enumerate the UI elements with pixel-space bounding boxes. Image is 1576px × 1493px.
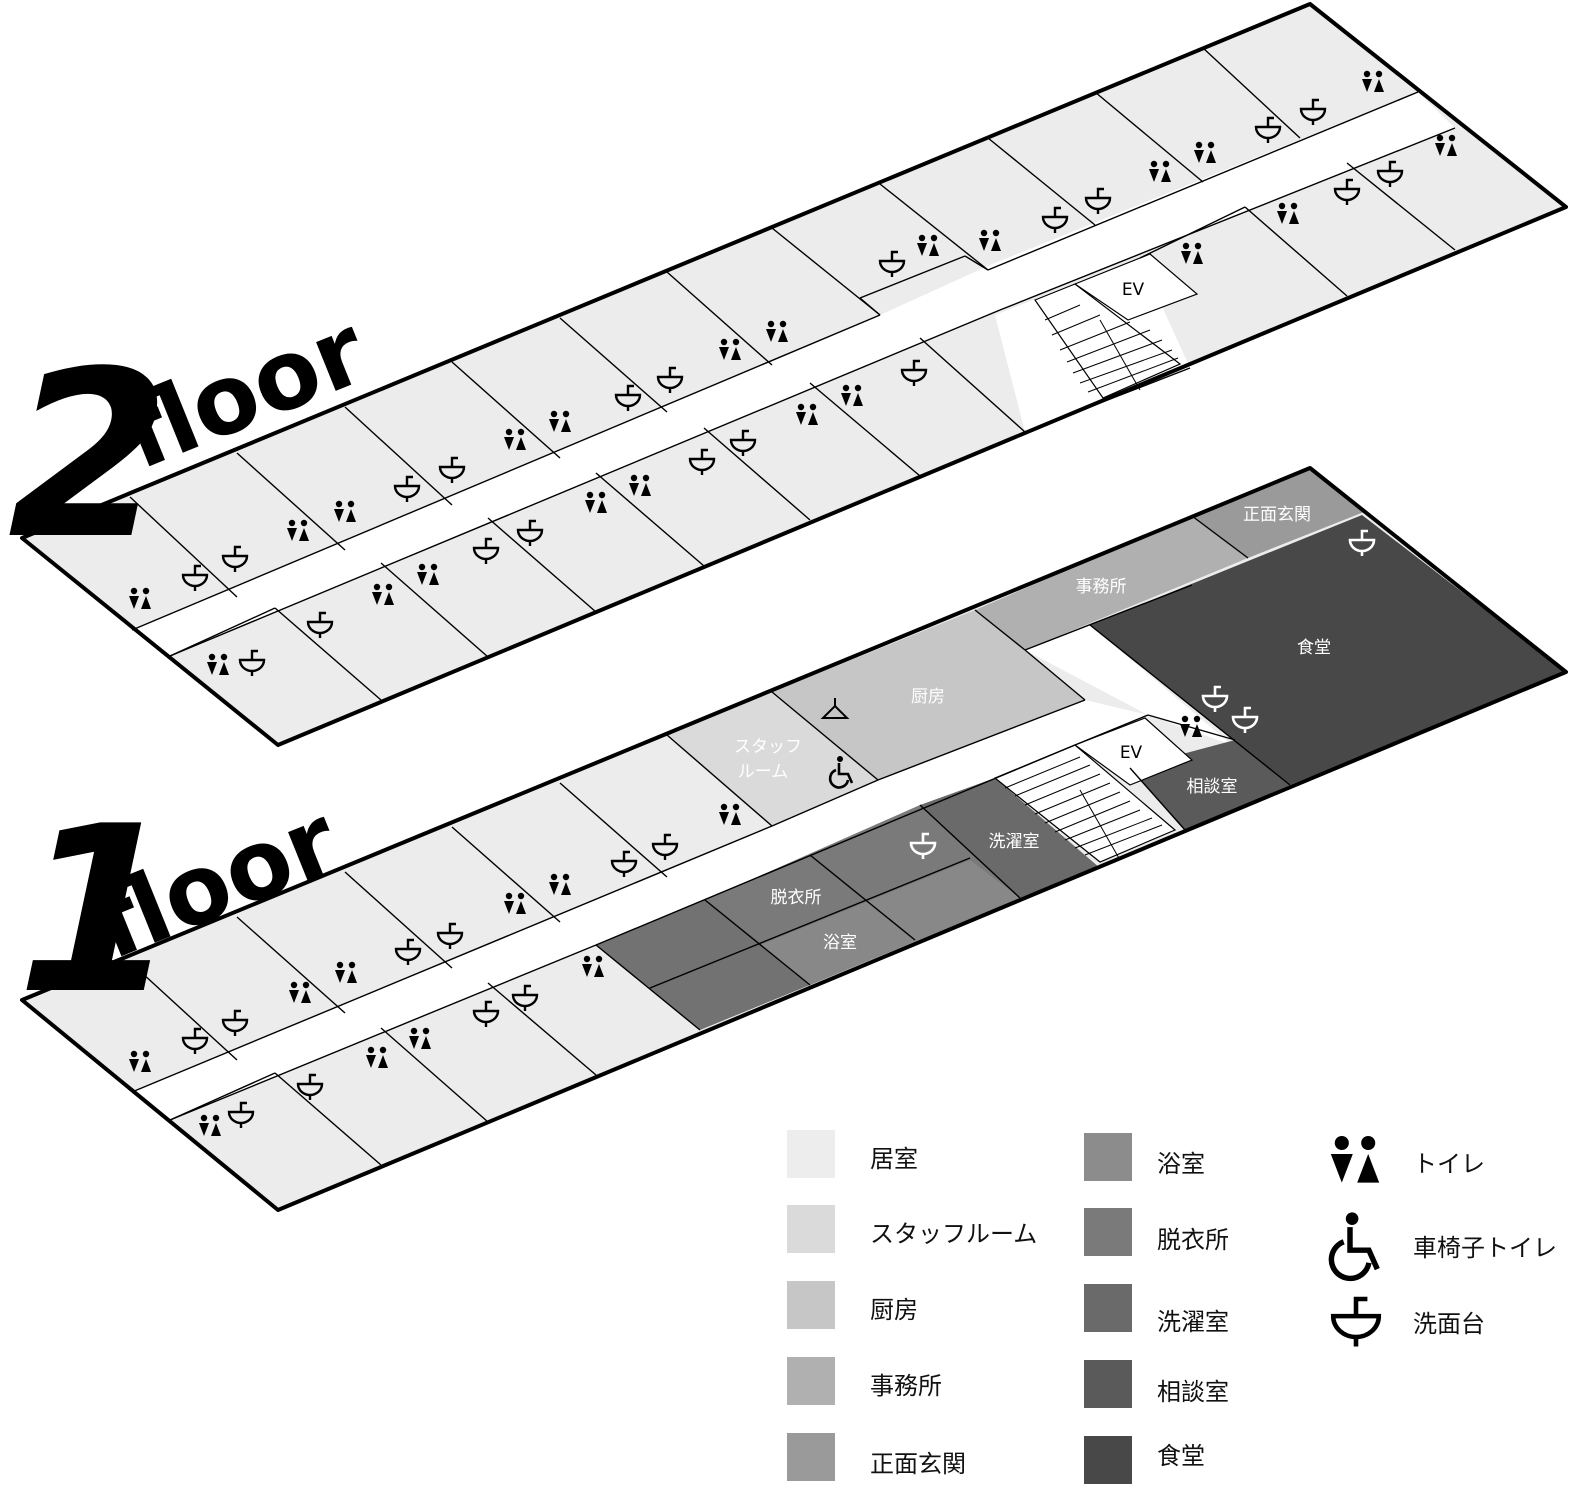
legend-label-living-room: 居室 (870, 1145, 918, 1173)
washbasin-icon (1333, 1299, 1379, 1347)
legend-swatch-living-room (787, 1130, 835, 1178)
floor-2-outline (20, 2, 1568, 747)
laundry-room (920, 778, 1100, 898)
toilet-icon (1330, 1135, 1380, 1183)
office (975, 516, 1248, 650)
legend-swatch-kitchen (787, 1281, 835, 1329)
floor-2-corridor (132, 92, 1455, 656)
office-label: 事務所 (1076, 577, 1127, 597)
dressing-label: 脱衣所 (771, 888, 822, 908)
floor-2-elevator (1073, 253, 1199, 321)
entrance-label: 正面玄関 (1243, 505, 1311, 525)
legend-swatch-dressing (1084, 1208, 1132, 1256)
staff-room (667, 692, 878, 826)
legend-label-toilet: トイレ (1413, 1150, 1485, 1178)
kitchen (772, 610, 1085, 780)
legend-swatch-entrance (787, 1433, 835, 1481)
legend-label-wheelchair-toilet: 車椅子トイレ (1413, 1234, 1557, 1262)
dining-room (1090, 515, 1566, 785)
consultation-label: 相談室 (1187, 777, 1238, 797)
staff-room-label-2: ルーム (738, 762, 789, 782)
floor-2-ev-label: EV (1122, 280, 1145, 300)
entrance (1192, 468, 1364, 558)
bath-label: 浴室 (823, 933, 857, 953)
legend-label-dressing: 脱衣所 (1157, 1226, 1229, 1254)
floor-1-corridor (132, 700, 1148, 1120)
legend-swatch-office (787, 1357, 835, 1405)
laundry-label: 洗濯室 (989, 832, 1040, 852)
wheelchair-toilet-icon (1331, 1212, 1377, 1278)
bath-room (596, 900, 810, 1030)
floor-2-plan: EV (0, 2, 1568, 747)
floor-1-stairs (993, 744, 1177, 863)
legend-swatch-dining (1084, 1436, 1132, 1484)
floor-1-plan: EV (0, 466, 1568, 1212)
floor-2-stairs (1034, 283, 1182, 399)
legend-swatch-bath (1084, 1133, 1132, 1181)
legend-label-office: 事務所 (870, 1372, 942, 1400)
legend-label-dining: 食堂 (1157, 1442, 1205, 1470)
floor-1-elevator (1073, 717, 1194, 786)
legend-label-washbasin: 洗面台 (1413, 1310, 1485, 1338)
floor-1-ev-label: EV (1120, 743, 1143, 763)
floor-1-hall (1025, 625, 1232, 745)
dining-label: 食堂 (1297, 638, 1331, 658)
legend: 居室 スタッフルーム 厨房 事務所 正面玄関 浴室 脱衣所 洗濯室 相談室 食堂… (787, 1130, 1557, 1484)
bath-room-b (760, 860, 1020, 985)
legend-label-kitchen: 厨房 (870, 1296, 918, 1324)
legend-label-entrance: 正面玄関 (870, 1450, 966, 1478)
kitchen-label: 厨房 (911, 687, 945, 707)
legend-swatch-consultation (1084, 1360, 1132, 1408)
staff-room-label-1: スタッフ (734, 737, 802, 757)
floor-1-outline (20, 466, 1568, 1212)
legend-swatch-laundry (1084, 1284, 1132, 1332)
legend-swatch-staff-room (787, 1205, 835, 1253)
legend-label-staff-room: スタッフルーム (870, 1220, 1037, 1248)
floor-1-walls (129, 515, 1291, 1166)
legend-label-bath: 浴室 (1157, 1150, 1205, 1178)
legend-label-consultation: 相談室 (1157, 1378, 1229, 1406)
legend-label-laundry: 洗濯室 (1157, 1308, 1229, 1336)
